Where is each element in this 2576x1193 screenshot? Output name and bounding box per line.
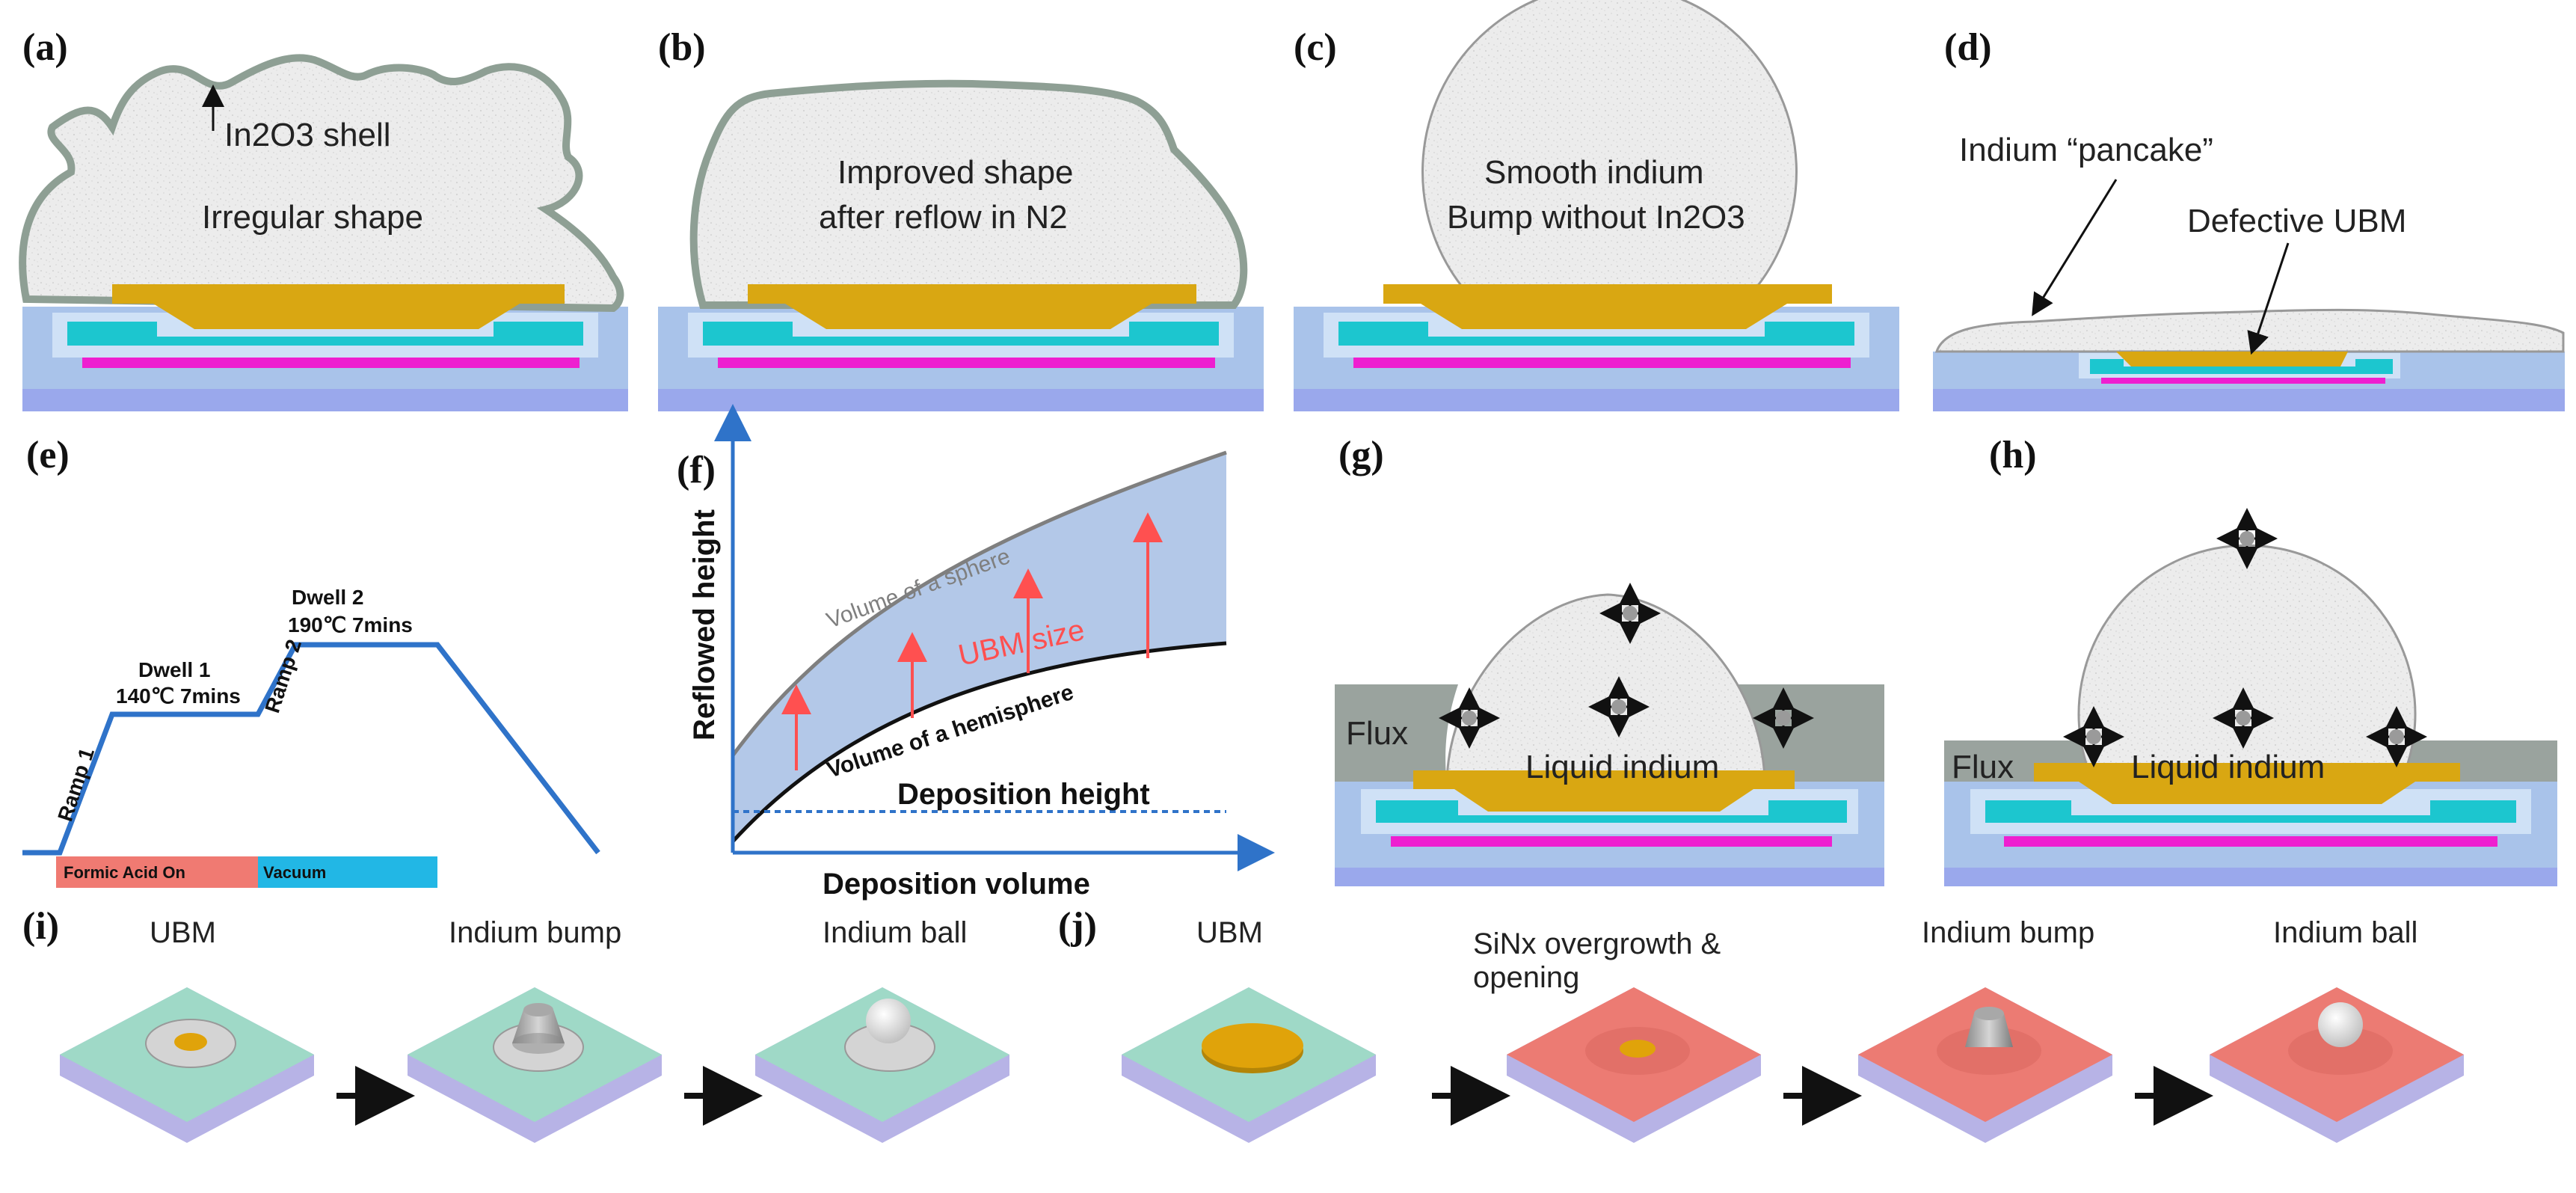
panel-g-label: (g) [1338,434,1384,476]
area-between-curves [733,453,1226,841]
substrate-bottom [1335,868,1884,886]
ubm-gold [748,284,1196,329]
panel-e-label: (e) [26,434,70,476]
cyan-layer [1985,800,2516,823]
panel-e: (e) Ramp 1 Dwell 1 140℃ 7mins Ramp 2 Dwe… [22,434,600,888]
dwell2-temp: 190℃ 7mins [288,613,413,637]
ramp1-label: Ramp 1 [53,745,99,824]
panel-f: (f) Reflowed height Deposition volume Vo… [677,404,1275,901]
y-axis-label: Reflowed height [688,509,721,740]
substrate-bottom [658,389,1264,411]
ubm-gold [1383,284,1832,329]
pancake-arrow [2032,179,2118,316]
ubm-gold [1413,770,1795,812]
flux-left [1335,684,1458,785]
plate-ubm [60,987,314,1143]
magenta-line [2101,378,2385,384]
panel-b-line1: Improved shape [837,154,1074,191]
flux-label-h: Flux [1952,749,2014,785]
ubm-gold [2034,763,2460,804]
cyan-layer [1338,322,1854,346]
temperature-profile [22,642,600,856]
plate-bump [408,987,662,1143]
formic-acid-bar [56,856,258,888]
panel-j-label: (j) [1058,905,1097,948]
step-j-ball: Indium ball [2273,916,2417,949]
panel-c: (c) Smooth indium Bump without In2O3 [1294,0,1899,411]
formic-label: Formic Acid On [64,863,185,882]
substrate-bottom [1933,389,2565,411]
panel-b: (b) Improved shape after reflow in N2 [658,26,1264,411]
panel-a-label: (a) [22,26,68,69]
step-i-ball: Indium ball [823,916,967,949]
plate-j-sinx [1507,987,1761,1143]
cyan-layer [1376,800,1847,823]
plate-j-ubm [1122,987,1376,1143]
panel-b-line2: after reflow in N2 [819,199,1068,236]
substrate-bottom [1944,868,2557,886]
panel-c-line1: Smooth indium [1484,154,1703,191]
vacuum-label: Vacuum [263,863,326,882]
substrate-bottom [22,389,628,411]
x-axis-label: Deposition volume [823,868,1090,901]
step-j-bump: Indium bump [1922,916,2094,949]
panel-c-line2: Bump without In2O3 [1447,199,1745,236]
magenta-line [1391,836,1832,847]
indium-sphere [1421,0,1798,297]
panel-d-pancake: Indium “pancake” [1959,132,2213,168]
deposition-height-label: Deposition height [897,778,1150,811]
liquid-indium-label-h: Liquid indium [2131,749,2325,785]
panel-a-shape: Irregular shape [202,199,423,236]
substrate-bottom [1294,389,1899,411]
magenta-line [1353,358,1851,368]
indium-reflowed [689,79,1248,309]
step-j-ubm: UBM [1196,916,1263,949]
liquid-indium [1445,593,1766,787]
plate-ball [755,987,1009,1143]
indium-irregular [19,54,624,313]
cyan-layer [703,322,1219,346]
panel-f-label: (f) [677,449,716,491]
indium-pancake [1934,308,2565,353]
panel-j: (j) UBM SiNx overgrowth & opening Indium… [1058,905,2464,1143]
ramp2-label: Ramp 2 [260,637,306,716]
ubm-gold [2116,352,2348,367]
panel-a-shell: In2O3 shell [224,117,391,153]
panel-c-label: (c) [1294,26,1337,69]
panel-i: (i) UBM Indium bump Indium ball [22,905,1009,1143]
panel-b-label: (b) [658,26,706,69]
dwell2-label: Dwell 2 [292,586,363,609]
panel-h: (h) Flux Liquid indium [1944,434,2557,886]
liquid-indium-label-g: Liquid indium [1525,749,1719,785]
step-i-ubm: UBM [150,916,216,949]
panel-i-label: (i) [22,905,59,948]
magenta-line [82,358,580,368]
panel-a: (a) In2O3 shell Irregular shape [19,26,628,411]
sphere-curve [731,450,1227,757]
hemisphere-curve [731,641,1227,843]
panel-d: (d) Indium “pancake” Defective UBM [1933,26,2565,411]
panel-h-label: (h) [1989,434,2037,476]
dwell1-label: Dwell 1 [138,658,210,681]
plate-j-bump [1858,987,2112,1143]
panel-d-label: (d) [1944,26,1992,69]
liquid-indium-ball [2077,544,2417,776]
magenta-line [718,358,1215,368]
ubm-gold [112,284,565,329]
panel-g: (g) Flux Liquid indium [1335,434,1884,886]
step-j-sinx-1: SiNx overgrowth & [1473,927,1721,960]
dwell1-temp: 140℃ 7mins [116,684,241,708]
magenta-line [2004,836,2497,847]
ubm-arrow [2247,242,2290,355]
vacuum-bar [258,856,437,888]
panel-d-ubm: Defective UBM [2187,203,2406,239]
step-j-sinx-2: opening [1473,961,1579,994]
cyan-layer [67,322,583,346]
flux-label-g: Flux [1346,715,1408,752]
step-i-bump: Indium bump [449,916,621,949]
plate-j-ball [2210,987,2464,1143]
